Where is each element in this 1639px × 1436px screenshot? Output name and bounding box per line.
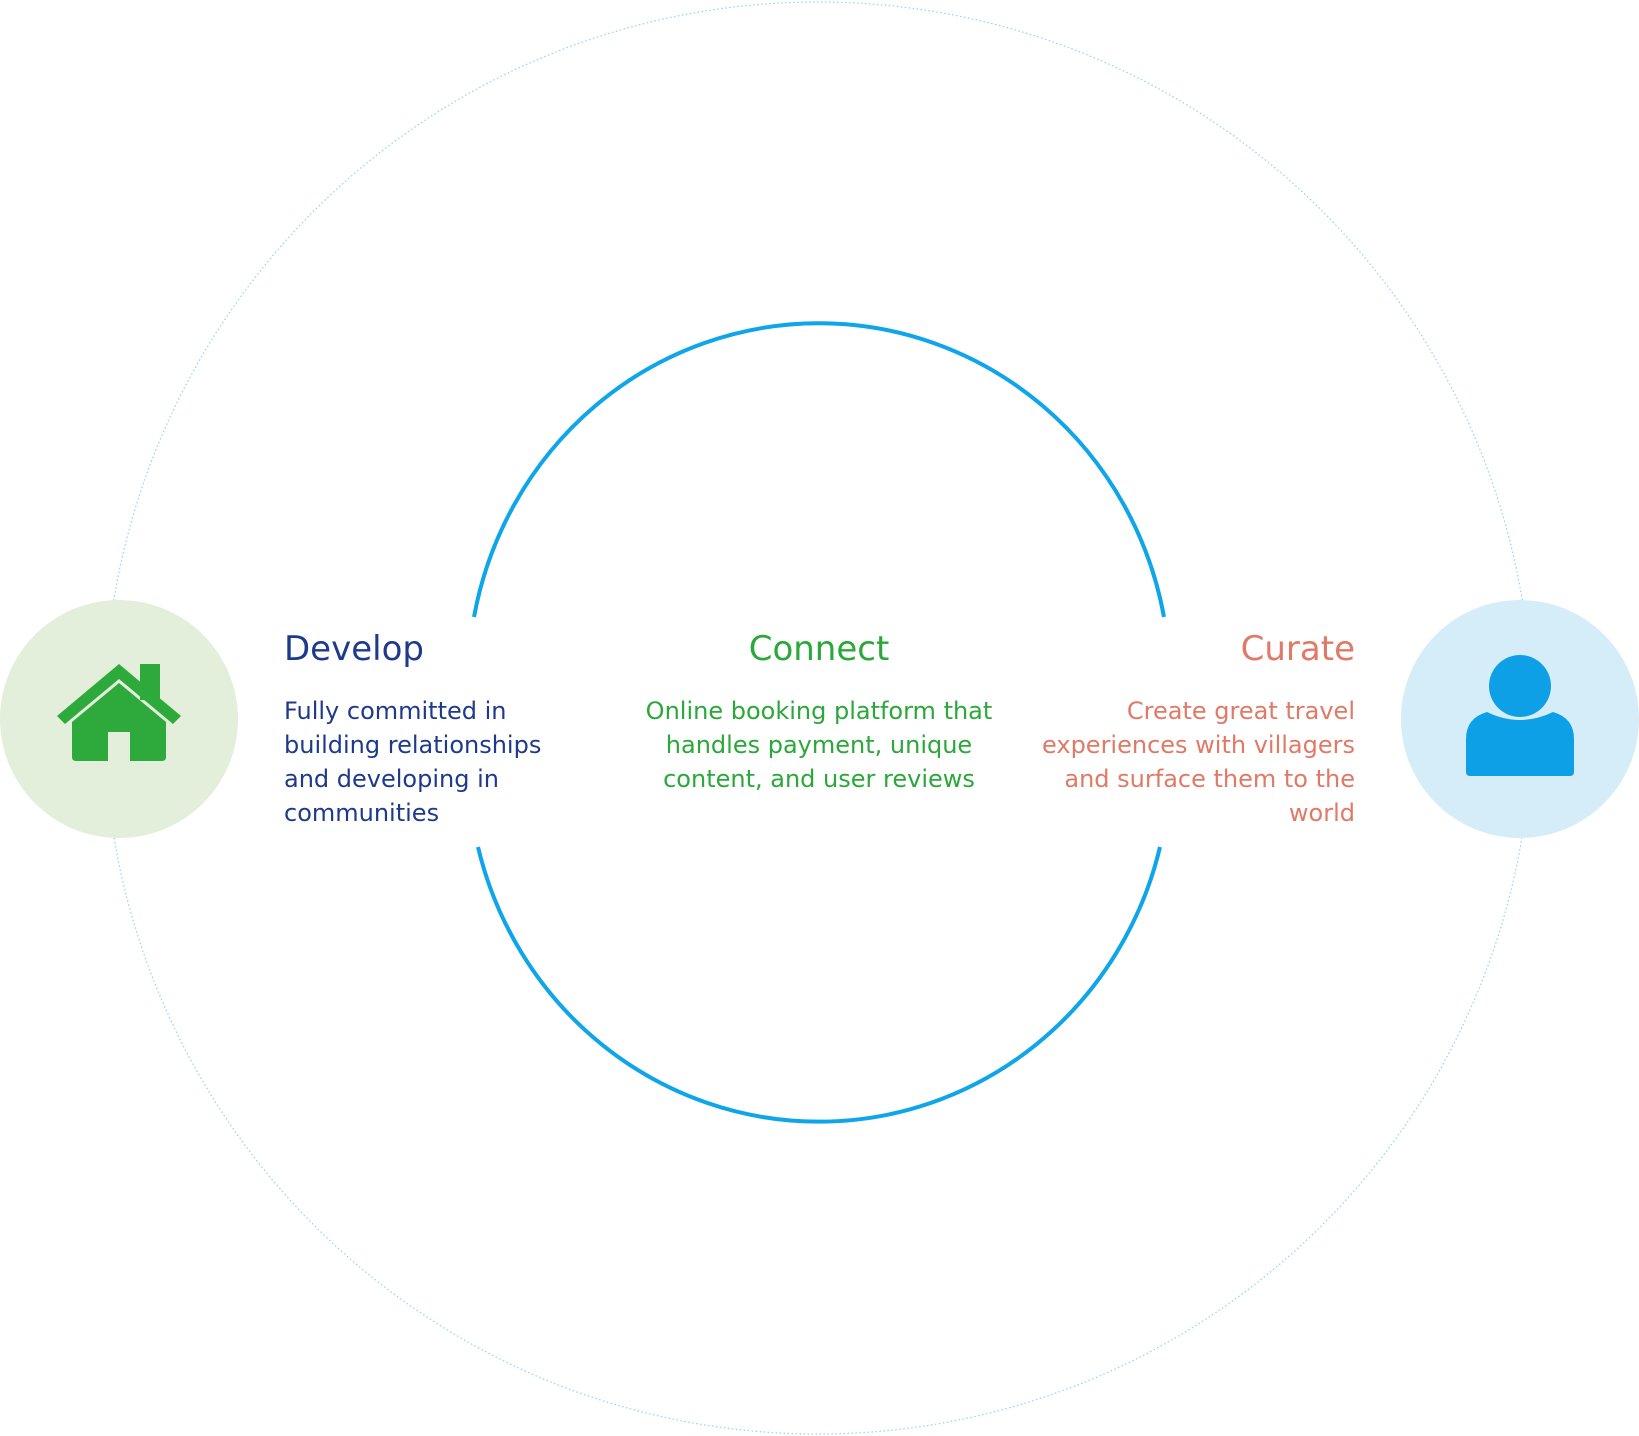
pillar-develop: Develop Fully committed in building rela… <box>284 626 584 830</box>
user-badge <box>1401 600 1639 838</box>
user-badge-circle <box>1401 600 1639 838</box>
user-icon-body <box>1466 712 1574 776</box>
home-badge <box>0 600 238 838</box>
user-icon <box>1401 600 1639 838</box>
pillar-title: Connect <box>748 629 890 669</box>
home-icon-roof <box>57 664 181 724</box>
pillar-connect: Connect Online booking platform that han… <box>619 626 1019 796</box>
pillar-description: Fully committed in building relationship… <box>284 697 542 827</box>
inner-ring-top-arc <box>472 321 1166 618</box>
home-icon-body <box>72 683 166 761</box>
pillar-curate: Curate Create great travel experiences w… <box>1040 626 1355 830</box>
user-icon-head <box>1489 655 1551 717</box>
pillar-description: Online booking platform that handles pay… <box>645 697 993 793</box>
pillar-description: Create great travel experiences with vil… <box>1042 697 1355 827</box>
home-icon <box>0 600 238 838</box>
pillar-title: Develop <box>284 629 424 669</box>
inner-ring-bottom-arc <box>476 846 1162 1124</box>
pillar-title: Curate <box>1240 629 1355 669</box>
